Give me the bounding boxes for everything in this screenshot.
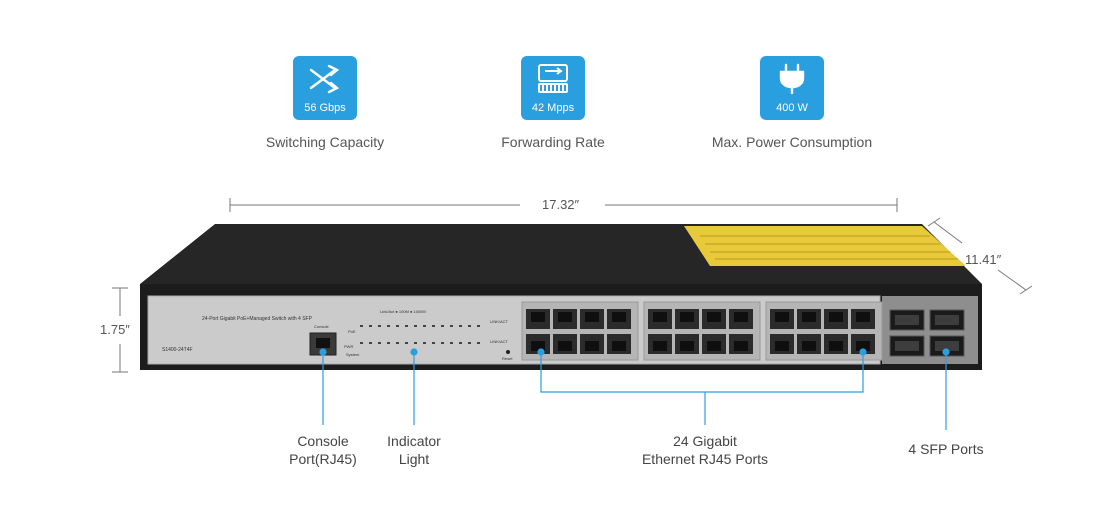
poe-label: PoE <box>348 329 356 334</box>
rj45-port[interactable] <box>770 334 794 354</box>
indicator-led <box>423 325 426 327</box>
forwarding-rate-caption: Forwarding Rate <box>501 134 605 150</box>
rj45-port[interactable] <box>729 309 753 329</box>
depth-dimension-line <box>927 217 1033 295</box>
system-label: System <box>346 352 360 357</box>
switching-capacity-value: 56 Gbps <box>304 102 346 114</box>
width-dimension-line <box>229 198 898 212</box>
specification-label <box>684 226 966 266</box>
rj45-port[interactable] <box>607 334 631 354</box>
led-header: Link/Act ● 100M ● 1000M <box>380 309 426 314</box>
spec-power-consumption: 400 W Max. Power Consumption <box>692 56 892 150</box>
sfp-port[interactable] <box>889 309 925 331</box>
depth-dimension-label: 11.41″ <box>965 252 1002 267</box>
rj45-port[interactable] <box>851 309 875 329</box>
indicator-led <box>477 325 480 327</box>
power-consumption-caption: Max. Power Consumption <box>711 134 873 150</box>
link-act-label-bottom: LINK/ACT <box>490 339 509 344</box>
indicator-led <box>450 325 453 327</box>
rj45-port[interactable] <box>580 309 604 329</box>
power-plug-icon: 400 W <box>760 56 824 120</box>
indicator-led <box>378 325 381 327</box>
rj45-port[interactable] <box>553 309 577 329</box>
indicator-led <box>414 342 417 344</box>
height-dimension-line <box>112 287 128 373</box>
rj45-port[interactable] <box>675 334 699 354</box>
height-dimension-label: 1.75″ <box>100 322 130 337</box>
indicator-led <box>468 342 471 344</box>
rj45-port[interactable] <box>702 334 726 354</box>
forwarding-rate-value: 42 Mpps <box>531 102 575 114</box>
rj45-port[interactable] <box>770 309 794 329</box>
rj45-port[interactable] <box>526 309 550 329</box>
indicator-led <box>369 325 372 327</box>
rj45-port[interactable] <box>607 309 631 329</box>
indicator-leds <box>360 325 480 344</box>
power-label: PWR <box>344 344 353 349</box>
reset-button[interactable] <box>506 350 510 354</box>
indicator-led <box>450 342 453 344</box>
indicator-led <box>405 342 408 344</box>
indicator-led <box>396 325 399 327</box>
sfp-port[interactable] <box>889 335 925 357</box>
indicator-led <box>360 325 363 327</box>
indicator-led <box>459 325 462 327</box>
rj45-port[interactable] <box>580 334 604 354</box>
link-act-label-top: LINK/ACT <box>490 319 509 324</box>
indicator-led <box>468 325 471 327</box>
rj45-port[interactable] <box>797 309 821 329</box>
indicator-led <box>405 325 408 327</box>
indicator-led <box>432 342 435 344</box>
forwarding-chip-icon: 42 Mpps <box>521 56 585 120</box>
sfp-port[interactable] <box>929 335 965 357</box>
rj45-callout-bracket <box>540 352 864 393</box>
spec-switching-capacity: 56 Gbps Switching Capacity <box>225 56 425 150</box>
rj45-port[interactable] <box>702 309 726 329</box>
switching-capacity-caption: Switching Capacity <box>265 134 385 150</box>
rj45-port[interactable] <box>824 334 848 354</box>
rj45-port[interactable] <box>797 334 821 354</box>
reset-label: Reset <box>502 356 513 361</box>
rj45-port[interactable] <box>553 334 577 354</box>
indicator-led <box>414 325 417 327</box>
indicator-led <box>459 342 462 344</box>
sfp-callout-label: 4 SFP Ports <box>908 441 984 457</box>
rj45-port[interactable] <box>648 334 672 354</box>
sfp-port-group <box>889 309 965 357</box>
rj45-port[interactable] <box>648 309 672 329</box>
indicator-led <box>477 342 480 344</box>
indicator-led <box>423 342 426 344</box>
indicator-led <box>432 325 435 327</box>
sfp-port[interactable] <box>929 309 965 331</box>
indicator-led <box>378 342 381 344</box>
width-dimension-label: 17.32″ <box>542 197 580 212</box>
power-consumption-value: 400 W <box>776 102 808 114</box>
indicator-led <box>441 325 444 327</box>
rj45-port[interactable] <box>675 309 699 329</box>
device-model: S1400-24T4F <box>162 347 193 353</box>
rj45-port[interactable] <box>851 334 875 354</box>
switching-arrows-icon: 56 Gbps <box>293 56 357 120</box>
indicator-led <box>360 342 363 344</box>
rj45-port[interactable] <box>526 334 550 354</box>
indicator-led <box>396 342 399 344</box>
indicator-led <box>369 342 372 344</box>
indicator-led <box>387 342 390 344</box>
spec-forwarding-rate: 42 Mpps Forwarding Rate <box>453 56 653 150</box>
rj45-port-group <box>521 301 883 361</box>
rj45-port[interactable] <box>729 334 753 354</box>
indicator-led <box>441 342 444 344</box>
console-label: Console <box>314 324 329 329</box>
indicator-led <box>387 325 390 327</box>
device-title: 24-Port Gigabit PoE+Managed Switch with … <box>202 316 313 322</box>
rj45-port[interactable] <box>824 309 848 329</box>
